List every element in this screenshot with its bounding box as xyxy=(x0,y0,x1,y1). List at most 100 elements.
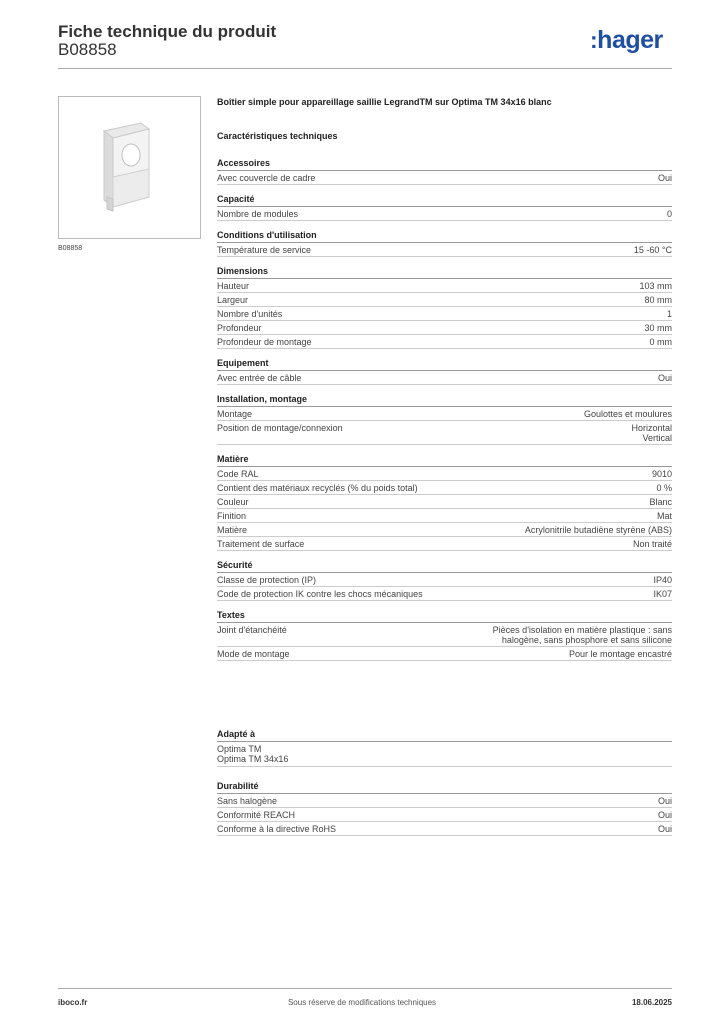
spec-row: Conformité REACH Oui xyxy=(217,808,672,822)
spec-value: Blanc xyxy=(649,497,672,507)
spec-value: Horizontal Vertical xyxy=(631,423,672,443)
spec-row: Avec couvercle de cadre Oui xyxy=(217,171,672,185)
spec-value: 9010 xyxy=(651,469,672,479)
spec-value: 0 % xyxy=(656,483,672,493)
spec-label: Mode de montage xyxy=(217,649,290,659)
spec-row: Code de protection IK contre les chocs m… xyxy=(217,587,672,601)
spec-value: Oui xyxy=(657,173,672,183)
footer-site-link[interactable]: iboco.fr xyxy=(58,998,88,1007)
section-title: Dimensions xyxy=(217,266,672,279)
spec-label: Largeur xyxy=(217,295,249,305)
spec-row: Classe de protection (IP)IP40 xyxy=(217,573,672,587)
spec-row: Matière Acrylonitrile butadiène styrène (… xyxy=(217,523,672,537)
product-image xyxy=(58,96,201,239)
spec-label: Température de service xyxy=(217,245,312,255)
spec-label: Sans halogène xyxy=(217,796,278,806)
spec-value: Oui xyxy=(657,373,672,383)
spec-value: 15 -60 °C xyxy=(633,245,672,255)
spec-row: Avec entrée de câble Oui xyxy=(217,371,672,385)
brand-logo-text: hager xyxy=(597,26,663,54)
spec-label: Profondeur xyxy=(217,323,262,333)
spec-row: Hauteur 103 mm xyxy=(217,279,672,293)
spec-label: Code de protection IK contre les chocs m… xyxy=(217,589,423,599)
spec-value: 1 xyxy=(666,309,672,319)
spec-value: Oui xyxy=(657,810,672,820)
spec-row: Contient des matériaux recyclés (% du po… xyxy=(217,481,672,495)
spec-value: Non traité xyxy=(632,539,672,549)
spec-row: Largeur 80 mm xyxy=(217,293,672,307)
section-title: Sécurité xyxy=(217,560,672,573)
spec-row: Code RAL 9010 xyxy=(217,467,672,481)
spec-value: Oui xyxy=(657,824,672,834)
spec-value: 0 mm xyxy=(649,337,673,347)
spec-label: Matière xyxy=(217,525,248,535)
junction-box-icon xyxy=(102,122,151,212)
spec-row: Nombre de modules 0 xyxy=(217,207,672,221)
spec-value: 30 mm xyxy=(644,323,672,333)
section-title: Capacité xyxy=(217,194,672,207)
spec-row: Finition Mat xyxy=(217,509,672,523)
spec-value: IK07 xyxy=(653,589,672,599)
spec-label: Montage xyxy=(217,409,253,419)
spec-label: Hauteur xyxy=(217,281,250,291)
brand-logo[interactable]: :hager xyxy=(590,26,663,54)
header-divider xyxy=(58,68,672,69)
spec-label: Nombre d'unités xyxy=(217,309,283,319)
section-title: Textes xyxy=(217,610,672,623)
spec-label: Nombre de modules xyxy=(217,209,299,219)
footer-divider xyxy=(58,988,672,989)
spec-label: Code RAL xyxy=(217,469,259,479)
tech-title: Caractéristiques techniques xyxy=(217,131,338,141)
spec-label: Avec entrée de câble xyxy=(217,373,302,383)
spec-row: Couleur Blanc xyxy=(217,495,672,509)
spec-value: Goulottes et moulures xyxy=(583,409,672,419)
spec-label: Position de montage/connexion xyxy=(217,423,343,433)
adapted-item: Optima TM xyxy=(217,744,262,754)
section-title: Accessoires xyxy=(217,158,672,171)
spec-row: Position de montage/connexion Horizontal … xyxy=(217,421,672,445)
spec-value: 103 mm xyxy=(639,281,672,291)
section-title: Conditions d'utilisation xyxy=(217,230,672,243)
spec-label: Traitement de surface xyxy=(217,539,305,549)
spec-value: 80 mm xyxy=(644,295,672,305)
page-title: Fiche technique du produit xyxy=(58,22,277,41)
spec-value: Mat xyxy=(656,511,672,521)
spec-value: Acrylonitrile butadiène styrène (ABS) xyxy=(524,525,672,535)
product-reference: B08858 xyxy=(58,40,117,59)
spec-label: Avec couvercle de cadre xyxy=(217,173,316,183)
spec-row: Traitement de surface Non traité xyxy=(217,537,672,551)
spec-label: Conformité REACH xyxy=(217,810,296,820)
section-title: Durabilité xyxy=(217,781,672,794)
spec-row: Profondeur 30 mm xyxy=(217,321,672,335)
spec-label: Finition xyxy=(217,511,247,521)
spec-row: Nombre d'unités 1 xyxy=(217,307,672,321)
spec-label: Classe de protection (IP) xyxy=(217,575,317,585)
spec-value: Pièces d'isolation en matière plastique … xyxy=(492,625,672,645)
spec-label: Contient des matériaux recyclés (% du po… xyxy=(217,483,418,493)
spec-label: Couleur xyxy=(217,497,249,507)
spec-row: Mode de montage Pour le montage encastré xyxy=(217,647,672,661)
spec-value: 0 xyxy=(666,209,672,219)
footer-disclaimer: Sous réserve de modifications techniques xyxy=(287,998,437,1007)
section-title: Adapté à xyxy=(217,729,672,742)
footer-date: 18.06.2025 xyxy=(631,998,672,1007)
spec-row: Montage Goulottes et moulures xyxy=(217,407,672,421)
spec-value: Pour le montage encastré xyxy=(568,649,672,659)
